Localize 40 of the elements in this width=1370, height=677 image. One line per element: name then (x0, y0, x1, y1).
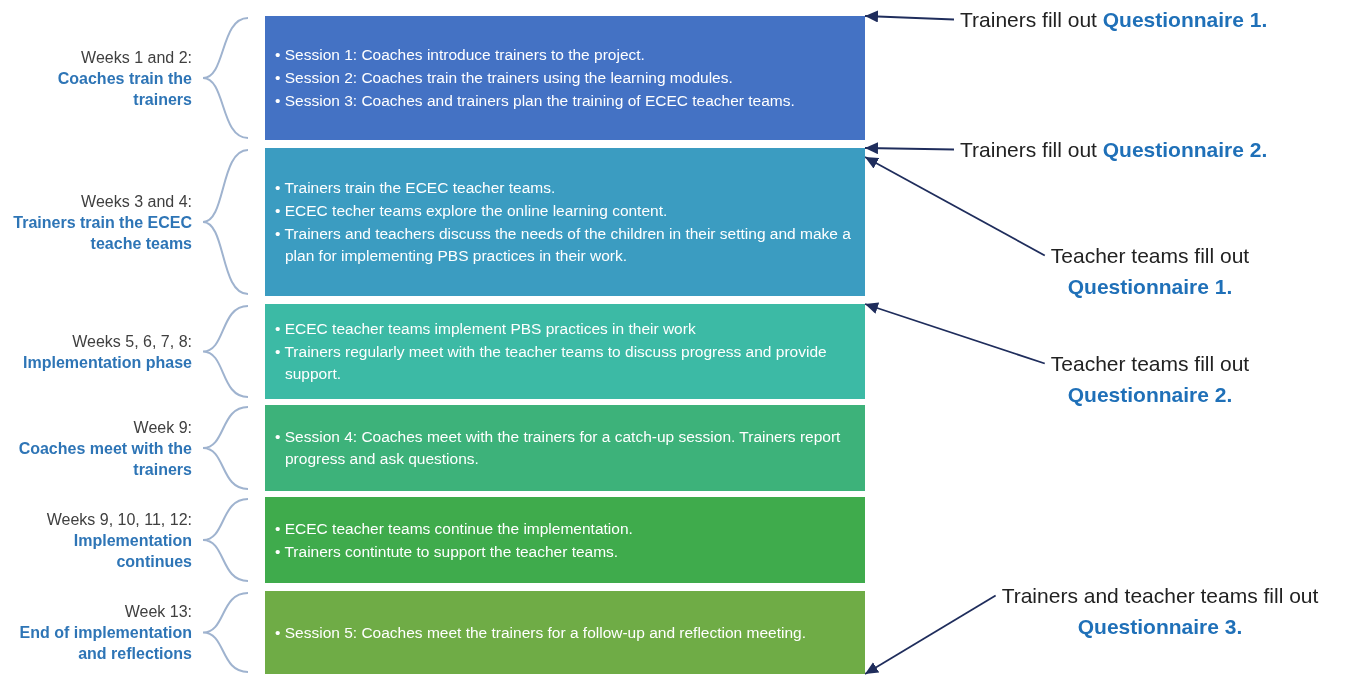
bullet-text: • ECEC teacher teams continue the implementation. (275, 518, 634, 539)
phase-box (265, 591, 865, 674)
arrow (864, 302, 1046, 365)
phase-title: Implementation phase (23, 352, 192, 373)
note-text: Trainers and teacher teams fill out Questionnaire 3. (950, 580, 1370, 642)
bullet-text: • Session 3: Coaches and trainers plan the training of ECEC teacher teams. (275, 91, 796, 111)
week-label: Week 13: (124, 602, 192, 622)
phase-title: Implementation continues (72, 530, 192, 572)
phase-box (265, 497, 865, 583)
arrow (864, 156, 1046, 257)
arrow (864, 594, 997, 675)
bullet-text: • Session 1: Coaches introduce trainers to the project. (275, 45, 646, 65)
phase-title: Coaches train the trainers (56, 68, 192, 110)
note-text: Teacher teams fill out Questionnaire 2. (1000, 348, 1300, 410)
phase-box (265, 304, 865, 399)
bullet-text: • Session 5: Coaches meet the trainers for a follow-up and reflection meeting. (275, 622, 807, 643)
arrow (864, 142, 955, 155)
week-label: Weeks 3 and 4: (81, 191, 192, 212)
week-label: Weeks 9, 10, 11, 12: (46, 509, 192, 530)
bullet-text: • ECEC teacher teams implement PBS practices in their work (275, 319, 697, 339)
phase-box (265, 148, 865, 296)
note-text: Trainers fill out Questionnaire 1. (960, 4, 1360, 35)
week-label: Weeks 1 and 2: (81, 47, 192, 68)
bullet-text: • Trainers regularly meet with the teacher teams to discuss progress and provide support. (275, 342, 828, 384)
phase-box (265, 16, 865, 140)
week-label: Weeks 5, 6, 7, 8: (72, 331, 192, 352)
note-text: Trainers fill out Questionnaire 2. (960, 134, 1360, 165)
note-text: Teacher teams fill out Questionnaire 1. (1000, 240, 1300, 302)
bullet-text: • Session 2: Coaches train the trainers using the learning modules. (275, 68, 734, 88)
bullet-text: • Session 4: Coaches meet with the trainers for a catch-up session. Trainers report progress and ask questions. (275, 427, 842, 469)
arrow (864, 10, 955, 23)
bullet-text: • Trainers contintute to support the teacher teams. (275, 541, 620, 562)
bullet-text: • ECEC techer teams explore the online learning content. (275, 201, 669, 221)
week-label: Week 9: (133, 417, 192, 438)
bullet-text: • Trainers train the ECEC teacher teams. (275, 178, 557, 198)
bullet-text: • Trainers and teachers discuss the needs of the children in their setting and make a plan for implementing PBS practices in their work. (275, 224, 851, 266)
phase-title: Trainers train the ECEC teache teams (12, 212, 192, 254)
phase-title: End of implementation and reflections (18, 623, 192, 664)
phase-title: Coaches meet with the trainers (17, 438, 192, 480)
phase-box (265, 405, 865, 491)
